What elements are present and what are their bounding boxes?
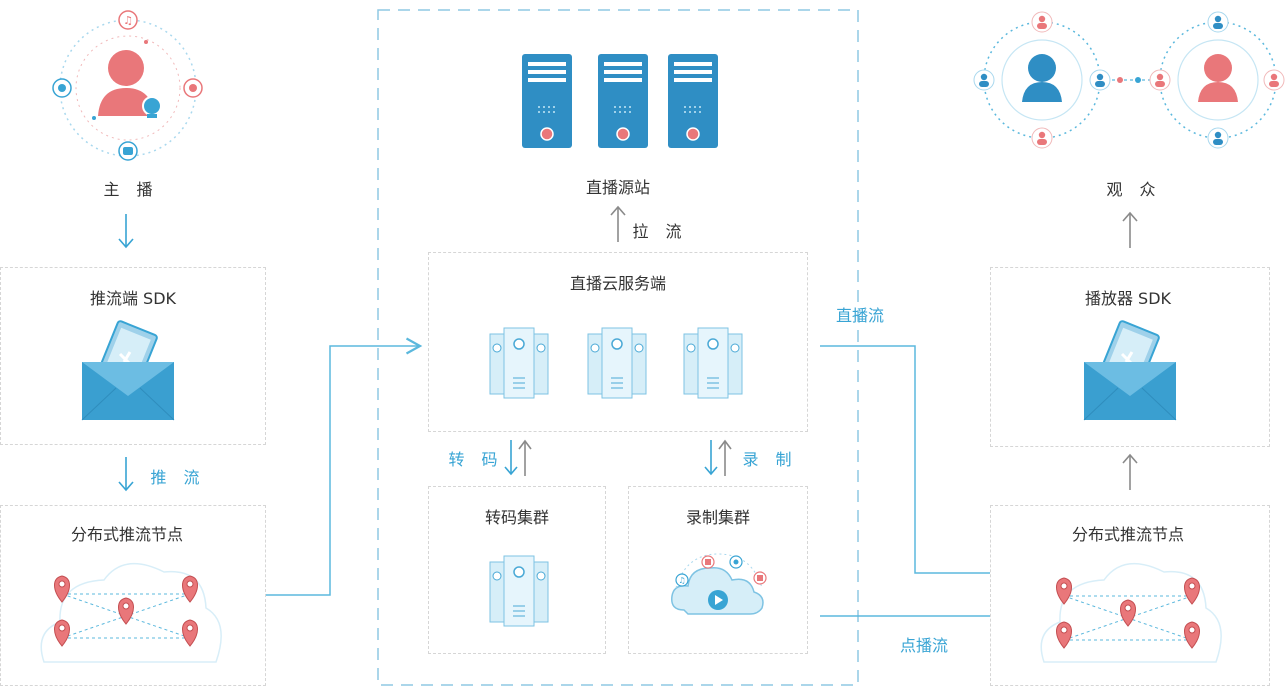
down-arrow-icon xyxy=(118,457,134,492)
push-action-label: 推 流 xyxy=(150,468,206,487)
live-stream-label: 直播流 xyxy=(835,306,885,325)
bidirectional-arrow-icon xyxy=(704,439,732,476)
up-arrow-icon xyxy=(1122,453,1138,490)
svg-text:♫: ♫ xyxy=(678,576,685,585)
pin-icon xyxy=(1056,577,1200,649)
server-icon xyxy=(668,54,718,148)
pin-icon xyxy=(54,575,198,647)
svg-text:♫: ♫ xyxy=(123,14,133,27)
origin-servers-illustration xyxy=(522,54,718,148)
server-icon xyxy=(522,54,572,148)
left-nodes-box xyxy=(0,505,266,686)
user-body-icon xyxy=(98,88,154,116)
record-action-label: 录 制 xyxy=(742,450,798,469)
audience-label: 观 众 xyxy=(1106,180,1162,199)
left-nodes-label: 分布式推流节点 xyxy=(70,525,184,544)
down-arrow-icon xyxy=(118,214,134,249)
cloud-server-cluster-illustration xyxy=(489,327,743,399)
anchor-label: 主 播 xyxy=(103,180,159,199)
player-sdk-label: 播放器 SDK xyxy=(1084,289,1172,308)
small-viewer-icon xyxy=(973,11,1285,149)
webcam-icon xyxy=(142,96,162,116)
anchor-illustration: ♫ xyxy=(52,10,203,161)
viewer-icon xyxy=(1198,54,1238,102)
transcode-cluster-label: 转码集群 xyxy=(484,508,550,527)
sdk-package-icon xyxy=(1083,320,1177,421)
viewer-icon xyxy=(1022,54,1062,102)
server-rack-icon xyxy=(489,327,549,399)
server-rack-icon xyxy=(489,555,549,627)
bidirectional-arrow-icon xyxy=(504,439,532,476)
up-arrow-icon xyxy=(610,205,626,242)
cloud-server-label: 直播云服务端 xyxy=(569,274,667,293)
audience-illustration xyxy=(973,11,1285,149)
sdk-package-icon xyxy=(81,320,175,421)
node-network-diagram xyxy=(1040,562,1222,663)
right-nodes-label: 分布式推流节点 xyxy=(1071,525,1185,544)
server-icon xyxy=(598,54,648,148)
record-cluster-label: 录制集群 xyxy=(685,508,751,527)
node-network-diagram xyxy=(40,562,222,663)
vod-stream-label: 点播流 xyxy=(899,636,949,655)
server-rack-icon xyxy=(683,327,743,399)
transcode-action-label: 转 码 xyxy=(448,450,504,469)
server-rack-icon xyxy=(587,327,647,399)
push-sdk-label: 推流端 SDK xyxy=(89,289,177,308)
origin-label: 直播源站 xyxy=(585,178,651,197)
cloud-storage-icon: ♫ xyxy=(671,553,767,615)
user-head-icon xyxy=(108,50,144,86)
pull-action-label: 拉 流 xyxy=(632,222,688,241)
up-arrow-icon xyxy=(1122,211,1138,248)
